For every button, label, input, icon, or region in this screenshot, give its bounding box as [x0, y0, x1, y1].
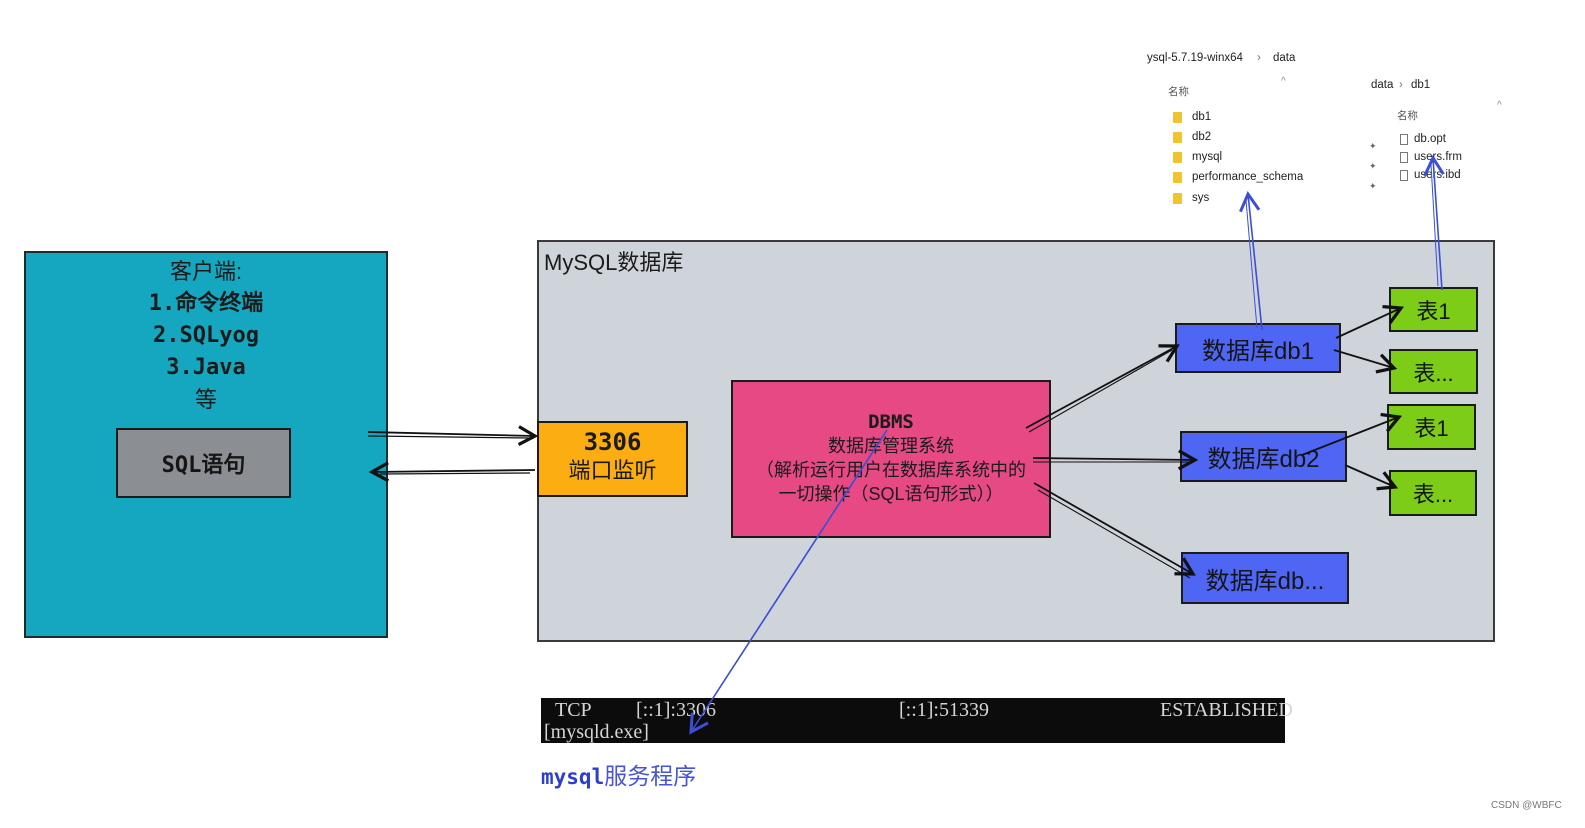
folder-icon — [1173, 151, 1182, 163]
folder-row-db2[interactable]: db2 — [1173, 131, 1211, 143]
port-number: 3306 — [583, 428, 642, 456]
table-db2-1: 表1 — [1387, 404, 1476, 450]
column-header-name[interactable]: 名称 — [1168, 86, 1189, 98]
arrow-port-to-client — [368, 461, 536, 483]
arrow-port-to-client-sketch — [379, 472, 531, 475]
client-text: 客户端: 1.命令终端 2.SQLyog 3.Java 等 — [24, 256, 388, 416]
table-db1-1: 表1 — [1389, 287, 1478, 332]
file-row-db-opt[interactable]: db.opt — [1400, 133, 1446, 145]
dbms-subtitle: 数据库管理系统 — [828, 436, 954, 456]
table-db1-more: 表... — [1389, 349, 1478, 394]
folder-row-mysql[interactable]: mysql — [1173, 151, 1222, 163]
client-item-terminal: 1.命令终端 — [148, 291, 264, 316]
pin-icon: ✦ — [1369, 181, 1377, 191]
client-item-sqlyog: 2.SQLyog — [153, 323, 259, 348]
watermark: CSDN @WBFC — [1491, 800, 1562, 811]
console-remote-address: [::1]:51339 — [899, 699, 989, 721]
column-header-name[interactable]: 名称 — [1397, 110, 1418, 122]
breadcrumb-data-2[interactable]: data — [1371, 79, 1394, 91]
breadcrumb-chevron-icon: › — [1399, 79, 1403, 91]
table-db2-more: 表... — [1389, 470, 1477, 516]
netstat-console: TCP [::1]:3306 [::1]:51339 ESTABLISHED [… — [541, 698, 1293, 743]
breadcrumb-chevron-icon: › — [1257, 52, 1261, 64]
folder-icon — [1173, 192, 1182, 204]
dbms-title: DBMS — [868, 411, 914, 433]
mysql-service-label: mysql服务程序 — [541, 757, 696, 791]
file-row-users-ibd[interactable]: users.ibd — [1400, 169, 1461, 181]
console-local-address: [::1]:3306 — [636, 699, 716, 721]
client-item-etc: 等 — [194, 387, 217, 412]
service-prefix: mysql — [541, 765, 605, 789]
port-box: 3306 端口监听 — [537, 421, 688, 497]
service-text: 服务程序 — [604, 763, 697, 789]
explorer-data-folder: ysql-5.7.19-winx64 › data 名称 ^ db1 db2 m… — [1147, 48, 1347, 213]
database-db-more: 数据库db... — [1181, 552, 1349, 604]
file-icon — [1400, 151, 1408, 163]
pin-icon: ✦ — [1369, 161, 1377, 171]
folder-row-sys[interactable]: sys — [1173, 192, 1209, 204]
database-db2: 数据库db2 — [1180, 431, 1347, 482]
breadcrumb-data[interactable]: data — [1273, 52, 1296, 64]
breadcrumb-db1[interactable]: db1 — [1411, 79, 1431, 91]
folder-icon — [1173, 131, 1182, 143]
folder-icon — [1173, 171, 1182, 183]
dbms-desc-line1: （解析运行用户在数据库系统中的 — [756, 460, 1026, 480]
arrow-client-to-port-sketch — [367, 435, 531, 439]
explorer-db1-folder: data › db1 名称 ^ ✦ ✦ ✦ db.opt users.frm u… — [1368, 75, 1514, 191]
pin-icon: ✦ — [1369, 141, 1377, 151]
database-db1: 数据库db1 — [1175, 323, 1341, 373]
dbms-box: DBMS 数据库管理系统 （解析运行用户在数据库系统中的 一切操作（SQL语句形… — [731, 380, 1051, 538]
arrow-client-to-port — [367, 425, 539, 447]
file-icon — [1400, 169, 1408, 181]
file-row-users-frm[interactable]: users.frm — [1400, 151, 1462, 163]
console-state: ESTABLISHED — [1160, 699, 1293, 721]
mysql-title: MySQL数据库 — [544, 250, 684, 275]
client-item-java: 3.Java — [166, 355, 246, 380]
breadcrumb-mysql-dir[interactable]: ysql-5.7.19-winx64 — [1147, 52, 1243, 64]
console-protocol: TCP — [555, 699, 592, 721]
folder-icon — [1173, 111, 1182, 123]
port-label: 端口监听 — [568, 458, 657, 483]
folder-row-db1[interactable]: db1 — [1173, 111, 1211, 123]
sort-up-icon: ^ — [1281, 76, 1286, 87]
console-process: [mysqld.exe] — [544, 721, 649, 743]
client-title: 客户端: — [169, 259, 243, 284]
folder-row-performance-schema[interactable]: performance_schema — [1173, 171, 1303, 183]
dbms-desc-line2: 一切操作（SQL语句形式）） — [778, 484, 1004, 504]
sql-statement-box: SQL语句 — [116, 428, 291, 498]
sort-up-icon: ^ — [1497, 100, 1502, 111]
file-icon — [1400, 133, 1408, 145]
